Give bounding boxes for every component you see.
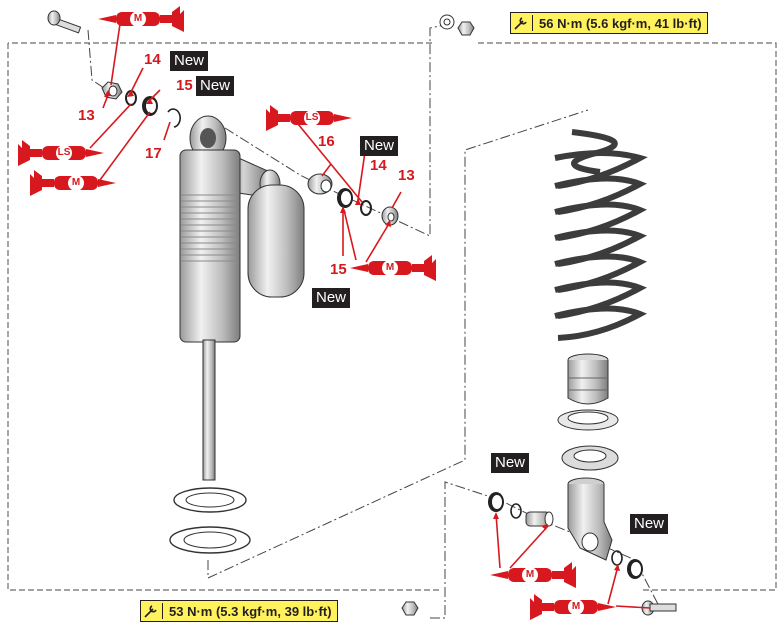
grease-gun-icon (98, 6, 184, 32)
moly-label: M (130, 11, 146, 27)
moly-label: M (522, 567, 538, 583)
moly-grease-symbol-left: M (30, 170, 116, 196)
callout-arrowheads (104, 90, 620, 571)
part-number-14-left: 14 (144, 51, 161, 68)
lithium-grease-symbol-left: LS (18, 140, 104, 166)
callout-leaders (89, 23, 651, 609)
torque-spec-upper: 56 N·m (5.6 kgf·m, 41 lb·ft) (510, 12, 708, 34)
part-number-13-right: 13 (398, 167, 415, 184)
lower-nut (401, 601, 419, 616)
lower-bracket (567, 477, 613, 561)
new-tag-15-left: New (196, 76, 235, 96)
moly-label: M (382, 260, 398, 276)
torque-spec-lower-text: 53 N·m (5.3 kgf·m, 39 lb·ft) (169, 603, 332, 619)
part-number-14-right: 14 (370, 157, 387, 174)
assembly-outline-top-right (478, 42, 777, 591)
torque-wrench-icon (144, 603, 163, 619)
torque-spec-lower: 53 N·m (5.3 kgf·m, 39 lb·ft) (140, 600, 338, 622)
oil-seal-15-right (337, 188, 353, 208)
circlip-17 (167, 108, 181, 128)
moly-label: M (68, 175, 84, 191)
part-number-16: 16 (318, 133, 335, 150)
oil-seal-14-right (360, 200, 372, 216)
shock-spring (554, 129, 648, 341)
lithium-label: LS (56, 145, 72, 161)
lower-oil-seal-right (627, 559, 643, 579)
upper-bolt (47, 10, 82, 34)
moly-grease-symbol-top: M (98, 6, 184, 32)
locknut-lower (169, 526, 251, 554)
new-tag-14-left: New (170, 51, 209, 71)
part-number-13-left: 13 (78, 107, 95, 124)
new-tag-14-right: New (360, 136, 399, 156)
top-washer (439, 14, 455, 30)
top-nut (457, 21, 475, 36)
collar-13-right (381, 206, 399, 226)
spring-guide (561, 445, 619, 471)
centre-lines (87, 23, 661, 619)
lithium-label: LS (304, 110, 320, 126)
lower-oil-seal-left (488, 492, 504, 512)
locknut-upper (173, 487, 247, 513)
lithium-grease-symbol-right: LS (266, 105, 352, 131)
spring-seat (557, 409, 619, 431)
assembly-outline (7, 43, 440, 591)
part-number-15-right: 15 (330, 261, 347, 278)
moly-label: M (568, 599, 584, 615)
lower-washer-left (510, 503, 522, 519)
moly-grease-symbol-lower: M (490, 562, 576, 588)
bushing-16 (307, 173, 333, 195)
new-tag-lower-right: New (630, 514, 669, 534)
bump-stop (567, 353, 609, 405)
new-tag-lower-left: New (491, 453, 530, 473)
moly-grease-symbol-bolt: M (530, 594, 616, 620)
part-number-17: 17 (145, 145, 162, 162)
part-number-15-left: 15 (176, 77, 193, 94)
grease-gun-icon (350, 255, 436, 281)
lower-washer-right (611, 550, 623, 566)
new-tag-15-right: New (312, 288, 351, 308)
torque-wrench-icon (514, 15, 533, 31)
moly-grease-symbol-right: M (350, 255, 436, 281)
torque-spec-upper-text: 56 N·m (5.6 kgf·m, 41 lb·ft) (539, 15, 702, 31)
lower-bushing (525, 511, 554, 527)
rear-shock-absorber (179, 115, 305, 481)
